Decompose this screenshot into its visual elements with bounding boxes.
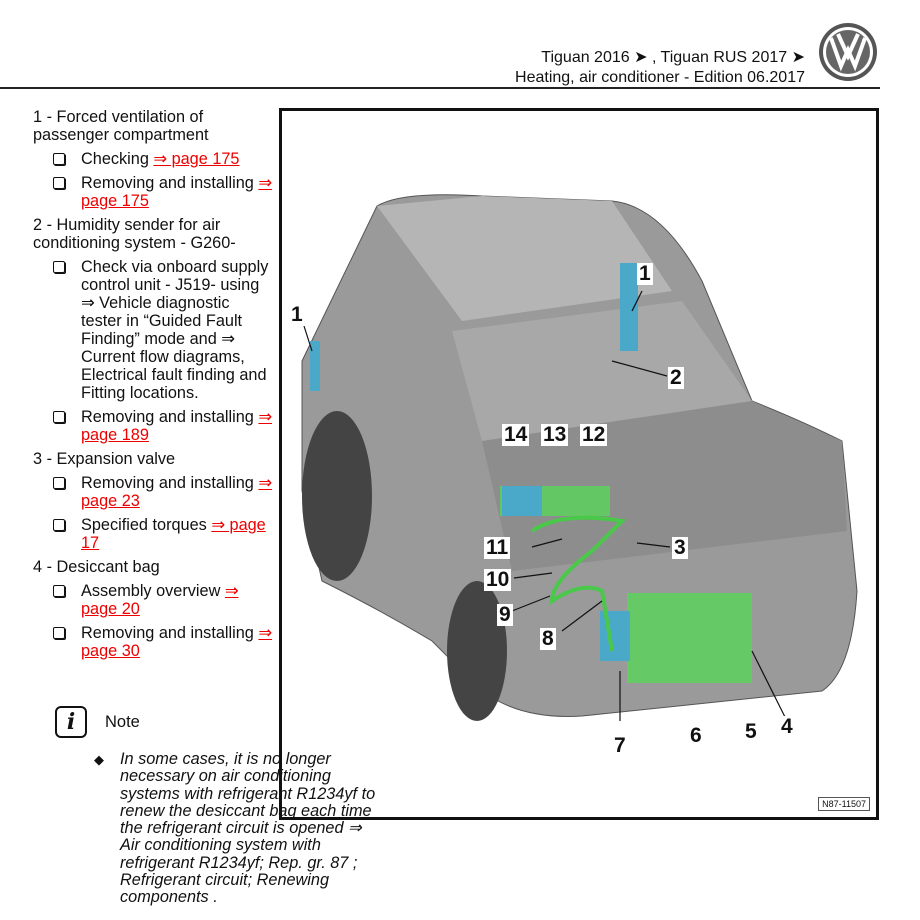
item-text: Removing and installing: [81, 408, 259, 426]
callout-12: 12: [580, 423, 608, 446]
list-item: Checking ⇒ page 175: [33, 150, 273, 168]
callout-14: 14: [502, 423, 530, 446]
callout-8: 8: [540, 627, 556, 650]
item-text: Removing and installing: [81, 624, 259, 642]
note-text: ◆ In some cases, it is no longer necessar…: [94, 750, 380, 907]
callout-3: 3: [672, 536, 688, 559]
checkbox-icon: [53, 153, 65, 165]
page-link[interactable]: ⇒ page 17: [81, 516, 266, 552]
page-link[interactable]: ⇒ page 189: [81, 408, 273, 444]
diamond-bullet-icon: ◆: [94, 752, 104, 767]
checkbox-icon: [53, 519, 65, 531]
callout-1: 1: [637, 262, 653, 285]
section-4: 4 - Desiccant bag Assembly overview ⇒ pa…: [33, 558, 273, 660]
car-illustration: [301, 194, 858, 722]
header-divider: [0, 87, 880, 89]
section-1: 1 - Forced ventilation of passenger comp…: [33, 108, 273, 210]
page-link[interactable]: ⇒ page 30: [81, 624, 273, 660]
page-link[interactable]: ⇒ page 175: [81, 174, 273, 210]
section-title: 1 - Forced ventilation of passenger comp…: [33, 108, 209, 144]
page-link[interactable]: ⇒ page 175: [153, 150, 240, 168]
callout-6: 6: [688, 724, 704, 747]
checkbox-icon: [53, 177, 65, 189]
callout-5: 5: [743, 720, 759, 743]
item-text: Specified torques: [81, 516, 212, 534]
callout-7: 7: [612, 734, 628, 757]
note-header: i Note: [55, 706, 140, 738]
callout-9: 9: [497, 603, 513, 626]
note-body: In some cases, it is no longer necessary…: [120, 750, 376, 907]
section-title: 2 - Humidity sender for air conditioning…: [33, 216, 236, 252]
checkbox-icon: [53, 261, 65, 273]
item-text: Removing and installing: [81, 174, 259, 192]
section-title: 4 - Desiccant bag: [33, 558, 160, 576]
checkbox-icon: [53, 627, 65, 639]
header-manual-title: Heating, air conditioner - Edition 06.20…: [515, 69, 805, 86]
item-text: Removing and installing: [81, 474, 259, 492]
item-text: Checking: [81, 150, 154, 168]
item-text: Assembly overview: [81, 582, 225, 600]
section-3: 3 - Expansion valve Removing and install…: [33, 450, 273, 552]
list-item: Check via onboard supply control unit - …: [33, 258, 273, 402]
checkbox-icon: [53, 585, 65, 597]
info-icon: i: [55, 706, 87, 738]
callout-4: 4: [779, 715, 795, 738]
page-link[interactable]: ⇒ page 20: [81, 582, 239, 618]
list-item: Specified torques ⇒ page 17: [33, 516, 273, 552]
note-label: Note: [105, 712, 140, 731]
vw-logo: [819, 23, 877, 81]
list-item: Removing and installing ⇒ page 30: [33, 624, 273, 660]
callout-1-left: 1: [289, 303, 305, 326]
list-item: Removing and installing ⇒ page 175: [33, 174, 273, 210]
list-item: Removing and installing ⇒ page 23: [33, 474, 273, 510]
list-item: Assembly overview ⇒ page 20: [33, 582, 273, 618]
section-2: 2 - Humidity sender for air conditioning…: [33, 216, 273, 444]
checkbox-icon: [53, 411, 65, 423]
section-title: 3 - Expansion valve: [33, 450, 176, 468]
checkbox-icon: [53, 477, 65, 489]
diagram-figure: 1 1 2 14 13 12 3 11 10 9 8 7 6 5 4 N87-1…: [279, 108, 879, 820]
figure-id: N87-11507: [818, 797, 870, 811]
callout-13: 13: [541, 423, 569, 446]
callout-10: 10: [484, 568, 512, 591]
parts-list: 1 - Forced ventilation of passenger comp…: [33, 108, 273, 666]
callout-2: 2: [668, 366, 684, 389]
item-text: Check via onboard supply control unit - …: [81, 258, 269, 402]
page-link[interactable]: ⇒ page 23: [81, 474, 273, 510]
header-models: Tiguan 2016 ➤ , Tiguan RUS 2017 ➤: [541, 49, 805, 66]
callout-11: 11: [484, 536, 511, 559]
list-item: Removing and installing ⇒ page 189: [33, 408, 273, 444]
